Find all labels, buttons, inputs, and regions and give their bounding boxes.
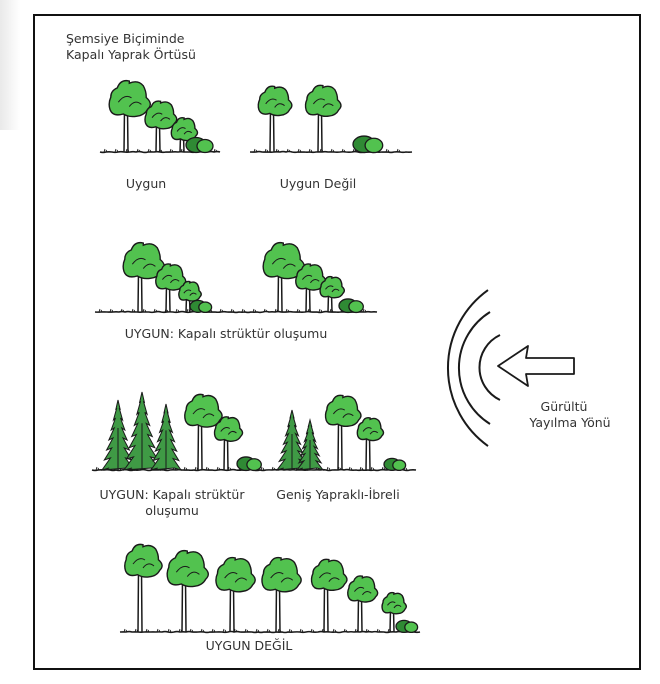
- umbrella-tree: [325, 395, 360, 426]
- shrub: [247, 459, 261, 471]
- caption-closed-structure-mixed-line1: UYGUN: Kapalı strüktür: [100, 487, 245, 503]
- caption-closed-structure-mixed-line2: oluşumu: [145, 503, 199, 519]
- grass-tuft: [319, 309, 322, 312]
- umbrella-tree: [348, 576, 378, 602]
- title-line-1: Şemsiye Biçiminde: [66, 31, 184, 47]
- umbrella-tree: [382, 593, 406, 614]
- noise-label-line-2: Yayılma Yönü: [529, 415, 610, 431]
- grass-tuft: [327, 467, 330, 470]
- caption-not-suitable-row: UYGUN DEĞİL: [206, 638, 293, 654]
- umbrella-tree: [185, 394, 222, 427]
- tree-trunk: [338, 420, 342, 470]
- shrub: [197, 140, 213, 153]
- tree-trunk: [324, 584, 328, 632]
- shrub: [405, 622, 418, 632]
- tree-trunk: [138, 570, 142, 632]
- caption-not-suitable: Uygun Değil: [280, 176, 357, 192]
- caption-closed-structure: UYGUN: Kapalı strüktür oluşumu: [125, 326, 328, 342]
- caption-suitable: Uygun: [126, 176, 166, 192]
- tree-trunk: [198, 420, 202, 470]
- noise-wave-inner: [479, 335, 500, 400]
- shrub: [349, 301, 363, 313]
- umbrella-tree: [125, 544, 162, 577]
- noise-label-line-1: Gürültü: [541, 399, 588, 415]
- shrub: [393, 460, 406, 470]
- shrub: [365, 138, 383, 152]
- umbrella-tree: [357, 418, 383, 441]
- umbrella-tree: [258, 86, 292, 115]
- noise-wave-middle: [459, 312, 490, 424]
- tree-trunk: [182, 579, 186, 632]
- noise-direction-arrow: [498, 346, 574, 386]
- umbrella-tree: [262, 558, 301, 592]
- umbrella-tree: [216, 558, 255, 592]
- grass-tuft: [261, 467, 264, 470]
- umbrella-tree: [109, 81, 150, 117]
- umbrella-tree: [167, 551, 208, 587]
- umbrella-tree: [311, 559, 346, 590]
- title-line-2: Kapalı Yaprak Örtüsü: [66, 47, 196, 63]
- shrub: [199, 302, 212, 312]
- noise-wave-outer: [448, 290, 488, 446]
- umbrella-tree: [305, 85, 340, 116]
- caption-broadleaf-conifer: Geniş Yapraklı-İbreli: [276, 487, 399, 503]
